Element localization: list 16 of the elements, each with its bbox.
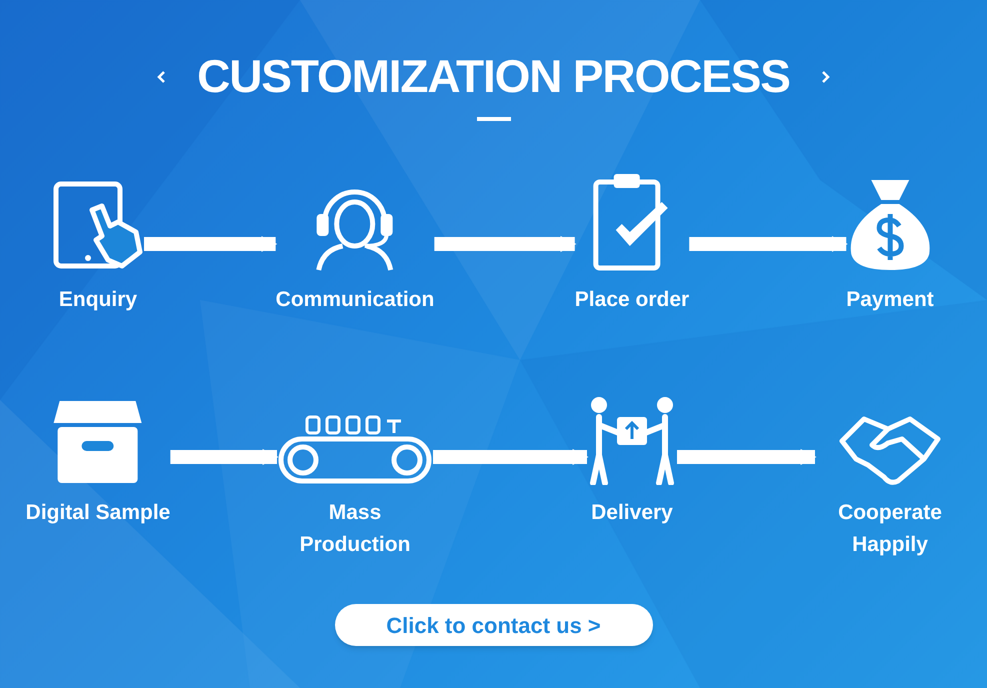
arrow: [677, 449, 817, 465]
step-label: Communication: [276, 287, 434, 313]
arrow: [689, 236, 848, 252]
step-label: Enquiry: [58, 287, 138, 313]
arrow: [170, 449, 279, 465]
step-label: Mass Production: [298, 500, 412, 558]
step-label: Delivery: [591, 500, 673, 526]
step-label: Payment: [846, 287, 934, 313]
step-label: Cooperate Happily: [837, 500, 943, 558]
arrow: [434, 236, 576, 252]
contact-button: Click to contact us >: [334, 604, 652, 646]
title: CUSTOMIZATION PROCESS: [197, 49, 790, 104]
arrow: [433, 449, 589, 465]
step-label: Digital Sample: [26, 500, 170, 526]
step-label: Place order: [574, 287, 690, 313]
arrow: [144, 236, 278, 252]
